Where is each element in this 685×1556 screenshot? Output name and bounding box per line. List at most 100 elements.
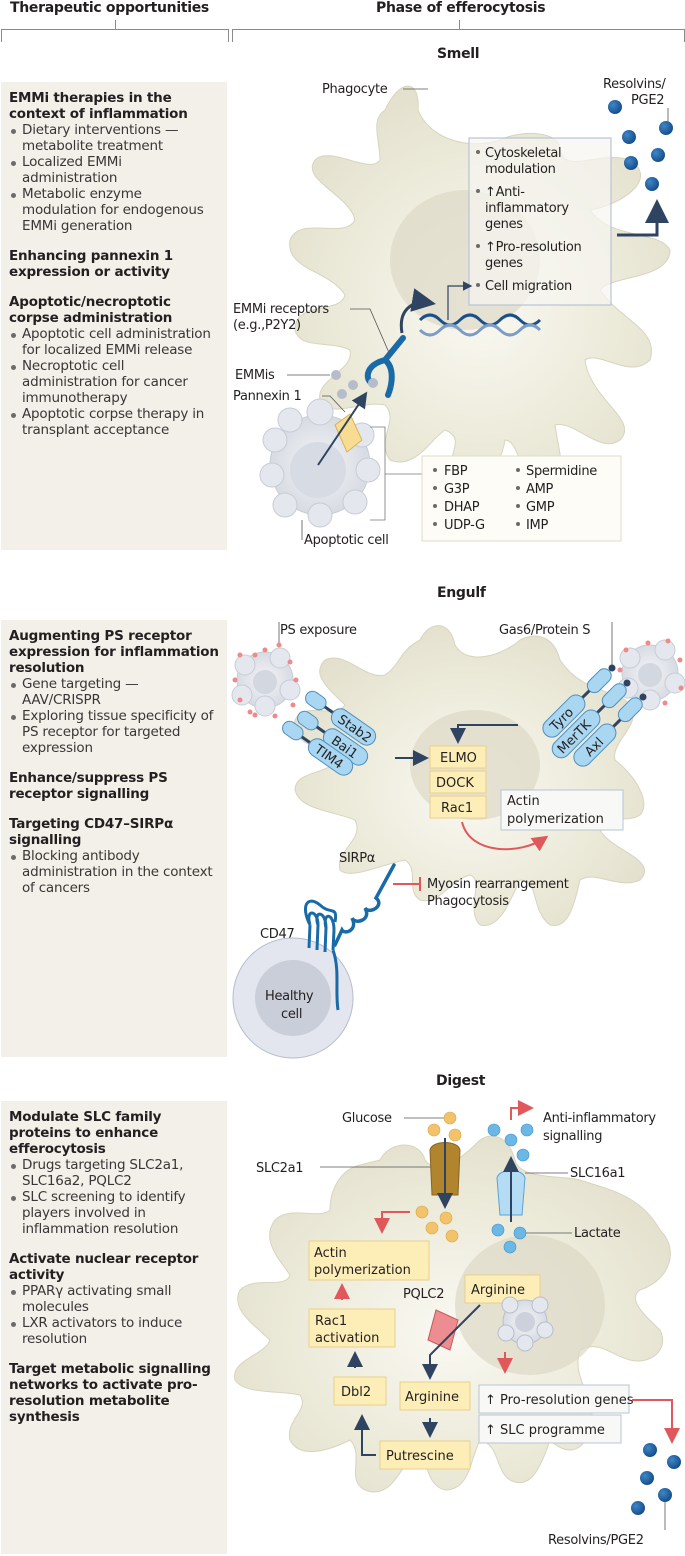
digest-arginine-bottom-box bbox=[399, 1381, 471, 1411]
label-ps-exposure: PS exposure bbox=[280, 623, 357, 638]
label-rac1: Rac1 bbox=[315, 1314, 347, 1329]
label-pannexin: Pannexin 1 bbox=[233, 389, 301, 404]
effect-text: genes bbox=[485, 217, 523, 232]
arrow-to-resolvins-digest bbox=[632, 1399, 680, 1444]
therapy-group: Enhance/suppress PS receptor signalling bbox=[9, 770, 219, 802]
digest-dbl2-box bbox=[333, 1376, 387, 1406]
label-dbl2: Dbl2 bbox=[341, 1385, 371, 1400]
panel-digest-therapies: Modulate SLC family proteins to enhance … bbox=[1, 1101, 227, 1554]
label-healthy: Healthy bbox=[265, 989, 314, 1004]
box-rac1 bbox=[429, 795, 487, 819]
engulf-actin-box bbox=[500, 789, 624, 831]
therapy-item: Exploring tissue specificity of PS recep… bbox=[9, 708, 219, 756]
engulf-signal-boxes: ELMO DOCK Rac1 bbox=[429, 745, 487, 819]
metabolites-box bbox=[421, 455, 622, 542]
left-bracket-tick bbox=[115, 20, 116, 29]
label-slc16a1: SLC16a1 bbox=[570, 1166, 625, 1181]
effect-text: ↑Pro-resolution bbox=[485, 240, 582, 255]
effect-text: ↑Anti- bbox=[485, 185, 525, 200]
effect-text: Cytoskeletal bbox=[485, 146, 561, 161]
arrow-rac1-to-actin bbox=[461, 821, 549, 852]
label-slc2a1: SLC2a1 bbox=[256, 1161, 303, 1176]
therapy-item: Gene targeting — AAV/CRISPR bbox=[9, 676, 219, 708]
metabolite: UDP-G bbox=[444, 518, 485, 533]
digest-putrescine-box bbox=[379, 1440, 471, 1470]
label-resolvins-1: Resolvins/ bbox=[603, 77, 666, 92]
label-actin: Actin bbox=[507, 794, 540, 809]
slc-programme-box bbox=[478, 1414, 622, 1444]
digest-arginine-top-box bbox=[464, 1274, 541, 1304]
therapy-group: Target metabolic signalling networks to … bbox=[9, 1361, 219, 1425]
therapy-group: Enhancing pannexin 1 expression or activ… bbox=[9, 248, 219, 280]
label-arginine: Arginine bbox=[471, 1283, 525, 1298]
metabolite: AMP bbox=[526, 482, 554, 497]
therapy-item: SLC screening to identify players involv… bbox=[9, 1189, 219, 1237]
label-phagocytosis: Phagocytosis bbox=[427, 894, 509, 909]
right-bracket-tick bbox=[459, 20, 460, 29]
digest-actin-box bbox=[308, 1240, 430, 1281]
therapy-title: Targeting CD47–SIRPα signalling bbox=[9, 816, 174, 848]
pqlc2-transporter-icon bbox=[427, 1309, 459, 1351]
lactate-molecules bbox=[487, 1123, 534, 1254]
glucose-molecules bbox=[415, 1111, 462, 1243]
therapy-title: Enhance/suppress PS receptor signalling bbox=[9, 770, 168, 802]
label-activation: activation bbox=[315, 1331, 379, 1346]
label-phagocyte: Phagocyte bbox=[322, 82, 388, 97]
arrow-anti-inflammatory bbox=[510, 1100, 534, 1120]
svg-text:ELMO: ELMO bbox=[440, 751, 477, 766]
label-resolvins-2: PGE2 bbox=[631, 93, 664, 108]
ps-apoptotic-cell-right bbox=[617, 638, 685, 711]
label-apoptotic-cell: Apoptotic cell bbox=[304, 533, 389, 548]
label-myosin-rearrangement: Myosin rearrangement bbox=[427, 877, 569, 892]
therapy-title: Enhancing pannexin 1 expression or activ… bbox=[9, 248, 173, 280]
metabolite: DHAP bbox=[444, 500, 480, 515]
therapy-item: Apoptotic corpse therapy in transplant a… bbox=[9, 406, 219, 438]
header-phase-of-efferocytosis: Phase of efferocytosis bbox=[376, 0, 546, 16]
label-arginine: Arginine bbox=[405, 1390, 459, 1405]
svg-text:Rac1: Rac1 bbox=[441, 801, 473, 816]
digest-rac1-box bbox=[308, 1308, 396, 1348]
resolvin-dot bbox=[651, 148, 665, 162]
label-lactate: Lactate bbox=[574, 1226, 621, 1241]
digested-apoptotic-cell bbox=[497, 1296, 554, 1352]
effect-text: genes bbox=[485, 256, 523, 271]
metabolite: Spermidine bbox=[526, 464, 597, 479]
box-dock bbox=[429, 770, 487, 794]
panel-engulf-therapies: Augmenting PS receptor expression for in… bbox=[1, 620, 227, 1057]
therapy-group: EMMi therapies in the context of inflamm… bbox=[9, 90, 219, 234]
label-polymerization: polymerization bbox=[507, 812, 604, 827]
resolvin-dot bbox=[608, 100, 622, 114]
therapy-item: Dietary interventions — metabolite treat… bbox=[9, 122, 219, 154]
svg-text:DOCK: DOCK bbox=[436, 776, 474, 791]
effect-text: Cell migration bbox=[485, 279, 572, 294]
effect-text: inflammatory bbox=[485, 201, 569, 216]
therapy-title: Modulate SLC family proteins to enhance … bbox=[9, 1109, 162, 1157]
arrow-to-resolvins bbox=[617, 199, 669, 237]
smell-effects-list: Cytoskeletal modulation ↑Anti- inflammat… bbox=[476, 146, 582, 294]
resolvin-dot bbox=[645, 177, 659, 191]
therapy-item: Blocking antibody administration in the … bbox=[9, 848, 219, 896]
therapy-group: Augmenting PS receptor expression for in… bbox=[9, 628, 219, 756]
header-therapeutic-opportunities: Therapeutic opportunities bbox=[10, 0, 209, 16]
dna-icon bbox=[418, 313, 542, 337]
metabolite: FBP bbox=[444, 464, 468, 479]
therapy-item: PPARγ activating small molecules bbox=[9, 1283, 219, 1315]
therapy-group: Targeting CD47–SIRPα signalling Blocking… bbox=[9, 816, 219, 896]
label-putrescine: Putrescine bbox=[386, 1449, 454, 1464]
effect-text: modulation bbox=[485, 162, 556, 177]
label-sirpa: SIRPα bbox=[339, 851, 375, 866]
phase-title-smell: Smell bbox=[437, 46, 480, 62]
receptor-tim4: TIM4 bbox=[282, 720, 354, 776]
metabolite: GMP bbox=[526, 500, 555, 515]
label-cell: cell bbox=[281, 1007, 302, 1022]
therapy-item: LXR activators to induce resolution bbox=[9, 1315, 219, 1347]
therapy-item: Drugs targeting SLC2a1, SLC16a2, PQLC2 bbox=[9, 1157, 219, 1189]
pannexin-channel-icon bbox=[334, 413, 363, 453]
label-glucose: Glucose bbox=[342, 1111, 392, 1126]
arrow-tam-to-elmo bbox=[450, 724, 518, 744]
label-anti-inflammatory: Anti-inflammatory bbox=[543, 1111, 656, 1126]
label-slc-programme: ↑ SLC programme bbox=[485, 1423, 605, 1438]
digest-resolvin-dots bbox=[631, 1443, 681, 1515]
therapy-title: Apoptotic/necroptotic corpse administrat… bbox=[9, 294, 173, 326]
smell-effects-box bbox=[468, 137, 612, 306]
